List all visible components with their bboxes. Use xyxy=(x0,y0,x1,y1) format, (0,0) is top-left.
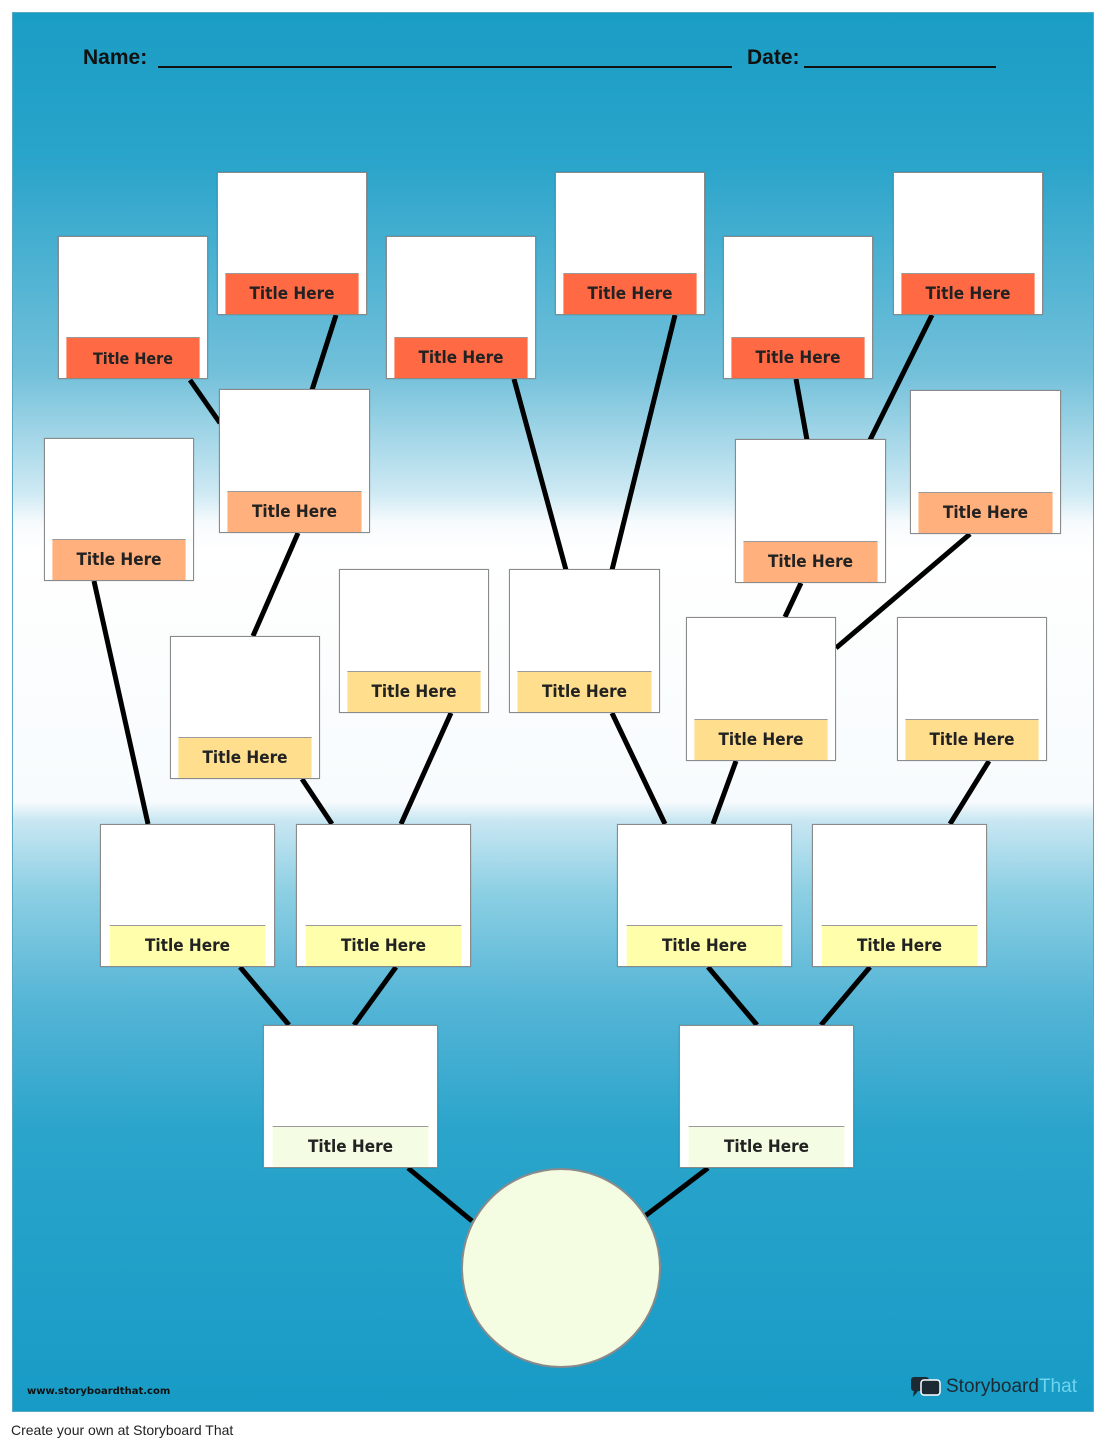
connector-line xyxy=(351,965,399,1027)
card-l1-e[interactable]: Title Here xyxy=(723,236,873,379)
date-blank[interactable] xyxy=(804,66,996,68)
card-title[interactable]: Title Here xyxy=(305,925,462,966)
connector-line xyxy=(511,378,569,571)
connector-line xyxy=(309,314,339,391)
card-l4-a[interactable]: Title Here xyxy=(100,824,275,967)
connector-line xyxy=(834,532,972,650)
speech-bubble-icon xyxy=(911,1377,941,1397)
card-title[interactable]: Title Here xyxy=(347,671,481,712)
card-title[interactable]: Title Here xyxy=(272,1126,429,1167)
card-l5-b[interactable]: Title Here xyxy=(679,1025,854,1168)
connector-line xyxy=(238,965,291,1027)
card-l3-c[interactable]: Title Here xyxy=(509,569,660,713)
connector-line xyxy=(250,531,301,638)
connector-line xyxy=(947,759,992,826)
date-field: Date: xyxy=(747,46,800,70)
card-title[interactable]: Title Here xyxy=(918,492,1053,533)
connector-line xyxy=(867,313,935,442)
card-title[interactable]: Title Here xyxy=(743,541,878,582)
connector-line xyxy=(609,314,678,571)
name-blank[interactable] xyxy=(158,66,732,68)
card-title[interactable]: Title Here xyxy=(178,737,312,778)
card-l1-c[interactable]: Title Here xyxy=(386,236,536,379)
card-title[interactable]: Title Here xyxy=(905,719,1039,760)
card-l2-c[interactable]: Title Here xyxy=(735,439,886,583)
connector-line xyxy=(643,1166,710,1218)
card-l2-d[interactable]: Title Here xyxy=(910,390,1061,534)
card-title[interactable]: Title Here xyxy=(694,719,828,760)
card-l2-b[interactable]: Title Here xyxy=(219,389,370,533)
brand-name-part1: Storyboard xyxy=(946,1376,1039,1397)
card-l4-d[interactable]: Title Here xyxy=(812,824,987,967)
card-l4-b[interactable]: Title Here xyxy=(296,824,471,967)
card-title[interactable]: Title Here xyxy=(821,925,978,966)
connector-line xyxy=(782,581,804,619)
card-l5-a[interactable]: Title Here xyxy=(263,1025,438,1168)
website-url[interactable]: www.storyboardthat.com xyxy=(27,1386,171,1397)
connector-line xyxy=(187,378,223,425)
name-field: Name: xyxy=(83,46,147,70)
card-title[interactable]: Title Here xyxy=(731,337,865,378)
connector-line xyxy=(819,965,872,1027)
card-title[interactable]: Title Here xyxy=(227,491,362,532)
card-title[interactable]: Title Here xyxy=(394,337,528,378)
root-circle[interactable] xyxy=(461,1168,661,1368)
card-title[interactable]: Title Here xyxy=(901,273,1035,314)
card-l3-b[interactable]: Title Here xyxy=(339,569,489,713)
card-l2-a[interactable]: Title Here xyxy=(44,438,194,581)
name-label: Name: xyxy=(83,46,148,69)
card-l4-c[interactable]: Title Here xyxy=(617,824,792,967)
card-title[interactable]: Title Here xyxy=(563,273,697,314)
footer-credit: Create your own at Storyboard That xyxy=(11,1422,234,1438)
connector-line xyxy=(406,1166,474,1223)
card-title[interactable]: Title Here xyxy=(688,1126,845,1167)
card-l1-b[interactable]: Title Here xyxy=(217,172,367,315)
connector-line xyxy=(398,711,454,826)
connector-line xyxy=(706,965,759,1027)
card-l3-a[interactable]: Title Here xyxy=(170,636,320,779)
brand-name-part2: That xyxy=(1038,1376,1077,1397)
card-l3-e[interactable]: Title Here xyxy=(897,617,1047,761)
card-title[interactable]: Title Here xyxy=(225,273,359,314)
date-label: Date: xyxy=(747,46,800,69)
card-title[interactable]: Title Here xyxy=(626,925,783,966)
connector-line xyxy=(710,760,739,825)
card-title[interactable]: Title Here xyxy=(109,925,266,966)
card-l1-f[interactable]: Title Here xyxy=(893,172,1043,315)
card-l1-d[interactable]: Title Here xyxy=(555,172,705,315)
card-title[interactable]: Title Here xyxy=(66,337,200,378)
connector-line xyxy=(793,378,810,441)
connector-line xyxy=(609,711,668,826)
connector-line xyxy=(91,580,151,825)
card-l3-d[interactable]: Title Here xyxy=(686,617,836,761)
connector-line xyxy=(299,777,335,826)
card-l1-a[interactable]: Title Here xyxy=(58,236,208,379)
card-title[interactable]: Title Here xyxy=(52,539,186,580)
card-title[interactable]: Title Here xyxy=(517,671,652,712)
